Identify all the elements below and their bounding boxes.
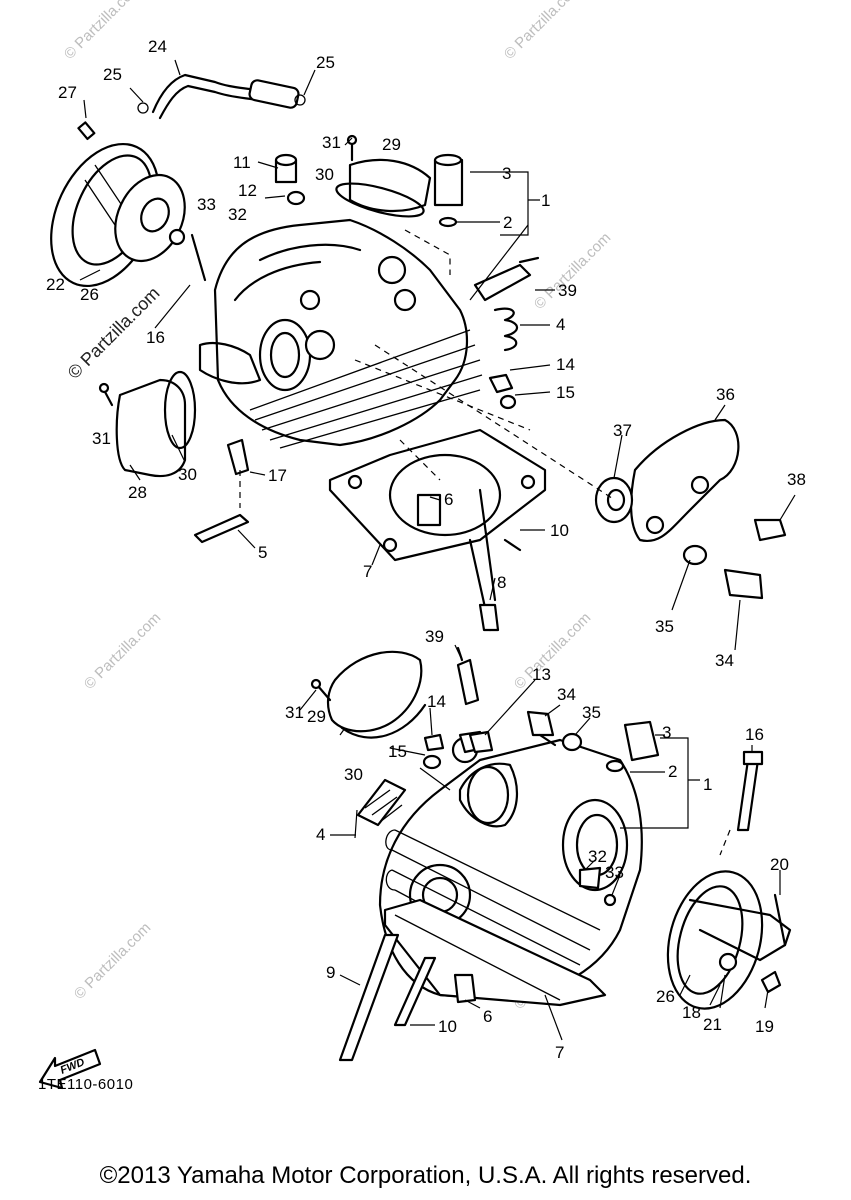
- callout-39: 39: [558, 281, 577, 300]
- callout-37: 37: [613, 421, 632, 440]
- leader-lines-top: [79, 59, 796, 651]
- callout-34: 34: [557, 685, 576, 704]
- bottom-small-parts: [310, 646, 764, 1062]
- callout-4: 4: [556, 315, 565, 334]
- breather-hose: [137, 73, 306, 120]
- callout-24: 24: [148, 37, 167, 56]
- callout-35: 35: [655, 617, 674, 636]
- leader-lines-bottom: [299, 644, 781, 1041]
- callout-17: 17: [268, 466, 287, 485]
- callout-36: 36: [716, 385, 735, 404]
- callout-labels: 24 25 25 27 31 29 11 30 3 1 12 33 32 2 2…: [46, 37, 806, 1062]
- callout-16: 16: [745, 725, 764, 744]
- callout-9: 9: [326, 963, 335, 982]
- callout-22: 22: [46, 275, 65, 294]
- callout-30: 30: [178, 465, 197, 484]
- callout-2: 2: [503, 213, 512, 232]
- callout-11: 11: [233, 153, 251, 172]
- cylinder-head-top: [198, 218, 483, 449]
- callout-14: 14: [427, 692, 446, 711]
- watermark: © Partzilla.com: [81, 609, 164, 692]
- callout-10: 10: [550, 521, 569, 540]
- cam-end-cover-left: [50, 121, 207, 288]
- callout-14: 14: [556, 355, 575, 374]
- callout-5: 5: [258, 543, 267, 562]
- exploded-parts-diagram: © Partzilla.com © Partzilla.com © Partzi…: [38, 0, 806, 1090]
- callout-30: 30: [344, 765, 363, 784]
- callout-29: 29: [382, 135, 401, 154]
- cylinder-gasket-top: [328, 428, 547, 632]
- callout-16: 16: [146, 328, 165, 347]
- callout-1: 1: [703, 775, 712, 794]
- watermark: © Partzilla.com: [501, 0, 584, 63]
- callout-31: 31: [322, 133, 341, 152]
- callout-12: 12: [238, 181, 257, 200]
- callout-26: 26: [80, 285, 99, 304]
- callout-39: 39: [425, 627, 444, 646]
- callout-31: 31: [92, 429, 111, 448]
- diagram-code: 1TE110-6010: [38, 1076, 134, 1093]
- callout-32: 32: [588, 847, 607, 866]
- callout-8: 8: [497, 573, 506, 592]
- callout-28: 28: [128, 483, 147, 502]
- callout-38: 38: [787, 470, 806, 489]
- callout-35: 35: [582, 703, 601, 722]
- callout-3: 3: [502, 164, 511, 183]
- callout-10: 10: [438, 1017, 457, 1036]
- top-small-parts: [274, 134, 540, 410]
- callout-29: 29: [307, 707, 326, 726]
- cam-end-cover-right: [666, 870, 792, 1010]
- callout-26: 26: [656, 987, 675, 1006]
- callout-20: 20: [770, 855, 789, 874]
- callout-32: 32: [228, 205, 247, 224]
- fwd-arrow: FWD: [38, 1048, 102, 1090]
- callout-3: 3: [662, 723, 671, 742]
- callout-15: 15: [388, 742, 407, 761]
- callout-25: 25: [103, 65, 122, 84]
- callout-7: 7: [363, 562, 372, 581]
- watermark: © Partzilla.com: [531, 229, 614, 312]
- callout-6: 6: [444, 490, 453, 509]
- callout-33: 33: [197, 195, 216, 214]
- callout-19: 19: [755, 1017, 774, 1036]
- callout-21: 21: [703, 1015, 722, 1034]
- watermark: © Partzilla.com: [71, 919, 154, 1002]
- callout-30: 30: [315, 165, 334, 184]
- callout-7: 7: [555, 1043, 564, 1062]
- callout-18: 18: [682, 1003, 701, 1022]
- callout-1: 1: [541, 191, 550, 210]
- callout-31: 31: [285, 703, 304, 722]
- mount-bracket: [594, 418, 787, 600]
- callout-4: 4: [316, 825, 325, 844]
- copyright-notice: ©2013 Yamaha Motor Corporation, U.S.A. A…: [99, 1162, 752, 1189]
- callout-27: 27: [58, 83, 77, 102]
- callout-34: 34: [715, 651, 734, 670]
- callout-15: 15: [556, 383, 575, 402]
- side-cover-left: [98, 370, 250, 544]
- callout-25: 25: [316, 53, 335, 72]
- callout-6: 6: [483, 1007, 492, 1026]
- callout-33: 33: [605, 863, 624, 882]
- callout-13: 13: [532, 665, 551, 684]
- watermark: © Partzilla.com: [61, 0, 144, 63]
- callout-2: 2: [668, 762, 677, 781]
- watermark: © Partzilla.com: [511, 609, 594, 692]
